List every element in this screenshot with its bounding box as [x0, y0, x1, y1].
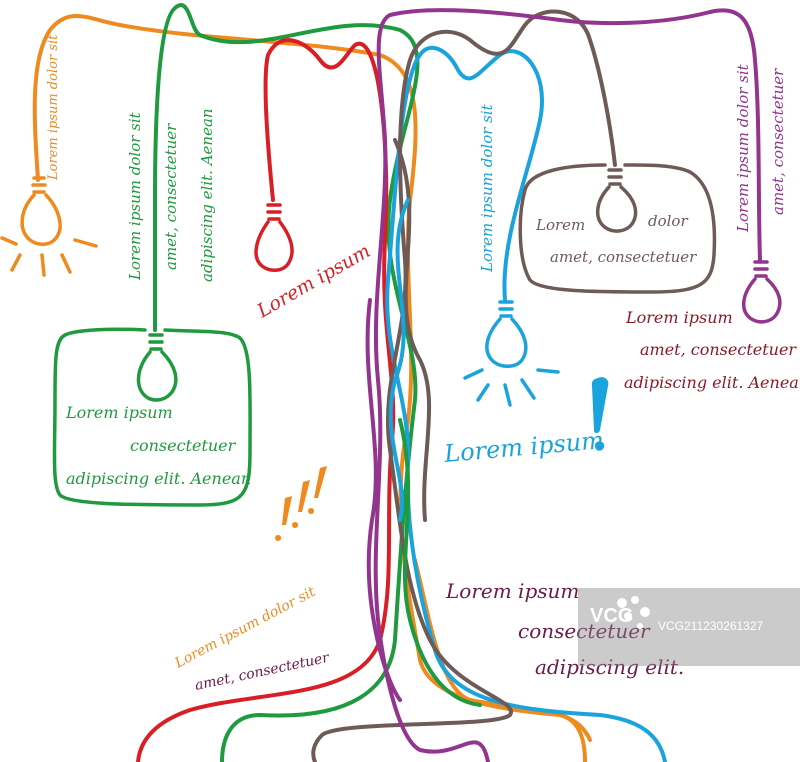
brown-box-text-1b: dolor: [648, 212, 688, 230]
darkred-line-1: Lorem ipsum: [625, 308, 733, 327]
green-column-1: Lorem ipsum dolor sit: [126, 111, 144, 281]
purple-line-3: adipiscing elit.: [535, 655, 684, 679]
red-bulb-icon: [254, 203, 294, 272]
green-box-line-2: consectetuer: [130, 436, 237, 455]
strand-1: [398, 418, 482, 707]
exclamation-mark-1-icon: [275, 496, 292, 541]
green-bulb-icon: [136, 333, 178, 402]
purple-line-1: Lorem ipsum: [445, 579, 579, 603]
blue-big-label: Lorem ipsum: [442, 426, 605, 468]
darkred-line-3: adipiscing elit. Aenean: [624, 373, 800, 392]
watermark-id: VCG21123026132​7: [658, 619, 764, 633]
blue-rays-icon: [463, 368, 560, 407]
watermark-band: [578, 588, 800, 666]
green-wire: [153, 3, 420, 762]
strand-4: [388, 198, 410, 522]
orange-bulb-icon: [20, 176, 62, 246]
red-wire: [136, 38, 396, 762]
watermark: VCG VCG21123026132​7: [578, 588, 800, 666]
green-box-line-1: Lorem ipsum: [65, 403, 173, 422]
purple-column-2: amet, consectetuer: [769, 68, 787, 215]
brown-wire: [311, 9, 617, 762]
orange-rays-icon: [0, 236, 98, 277]
brown-box-text-2: amet, consectetuer: [550, 248, 697, 266]
exclamation-mark-2-icon: [292, 480, 310, 528]
green-box-line-3: adipiscing elit. Aenean: [66, 469, 251, 488]
blue-vertical-text: Lorem ipsum dolor sit: [478, 103, 496, 273]
exclamation-mark-3-icon: [308, 466, 327, 514]
orange-exclamation-group: [275, 466, 327, 541]
orange-lower-wire: [413, 558, 592, 742]
red-label: Lorem ipsum: [253, 240, 375, 323]
green-column-2: amet, consectetuer: [162, 123, 180, 270]
green-text-box: [52, 327, 252, 507]
brown-text-box: [518, 163, 717, 294]
purple-column-1: Lorem ipsum dolor sit: [734, 63, 752, 233]
blue-bulb-icon: [485, 300, 528, 368]
purple-line-2: consectetuer: [518, 619, 651, 643]
strand-2: [365, 298, 402, 702]
watermark-logo-icon: [617, 596, 650, 629]
orange-wire: [32, 14, 587, 762]
blue-exclamation-icon: [591, 377, 609, 451]
brown-box-text-1a: Lorem: [535, 216, 585, 234]
purple-wire: [373, 8, 762, 762]
brown-bulb-icon: [596, 168, 638, 233]
strand-3: [393, 138, 432, 522]
green-column-3: adipiscing elit. Aenean: [198, 108, 216, 282]
purple-bulb-icon: [742, 260, 782, 324]
watermark-logo-text: VCG: [590, 605, 633, 627]
darkred-line-2: amet, consectetuer: [640, 340, 797, 359]
blue-wire: [385, 45, 667, 762]
orange-vertical-text: Lorem ipsum dolor sit: [46, 34, 61, 181]
